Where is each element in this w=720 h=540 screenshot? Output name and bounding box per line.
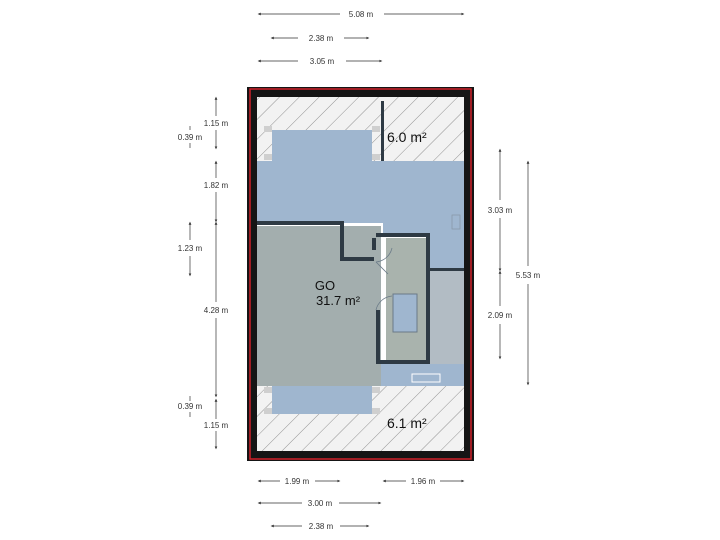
fixture-right	[451, 214, 461, 230]
dim-right-total: 5.53 m	[516, 271, 541, 280]
room-name-main: GO	[315, 278, 335, 293]
dim-bottom-left: 1.99 m	[285, 477, 310, 486]
dim-left-3: 1.82 m	[204, 181, 229, 190]
dim-top-left: 3.05 m	[310, 57, 335, 66]
room-area-top-right: 6.0 m²	[387, 129, 427, 145]
floor-right-lower	[430, 271, 464, 364]
dim-top-dormer: 2.38 m	[309, 34, 334, 43]
floor-main-room-top	[260, 226, 344, 232]
dim-left-4: 1.23 m	[178, 244, 203, 253]
dimensions-bottom	[257, 479, 465, 528]
dimensions-right	[498, 148, 530, 386]
building	[247, 87, 474, 461]
floor-main-room	[257, 226, 381, 386]
floor-upper-left	[257, 161, 383, 223]
building-outline	[249, 88, 472, 460]
dim-left-5: 4.28 m	[204, 306, 229, 315]
floor-right-mid	[430, 233, 464, 271]
door-arc	[375, 261, 389, 275]
dim-left-1: 1.15 m	[204, 119, 229, 128]
dim-left-2: 0.39 m	[178, 133, 203, 142]
floor-right-strip	[381, 364, 464, 386]
dim-top-total: 5.08 m	[349, 10, 374, 19]
dim-left-7: 1.15 m	[204, 421, 229, 430]
dim-right-upper: 3.03 m	[488, 206, 513, 215]
fixture	[411, 373, 441, 383]
dim-bottom-right: 1.96 m	[411, 477, 436, 486]
dimensions-left	[188, 96, 218, 450]
dimensions-top	[257, 12, 465, 63]
interior-walls	[257, 101, 464, 364]
dim-left-6: 0.39 m	[178, 402, 203, 411]
dormer-frames	[264, 126, 380, 414]
stair-void	[392, 293, 418, 333]
dim-right-lower: 2.09 m	[488, 311, 513, 320]
room-area-main: 31.7 m²	[316, 293, 361, 308]
floor-dormer-bottom	[272, 386, 372, 414]
dim-bottom-middle: 3.00 m	[308, 499, 333, 508]
floor-right-upper	[383, 161, 464, 233]
dim-bottom-dormer: 2.38 m	[309, 522, 334, 531]
floor-dormer-top	[272, 130, 372, 161]
room-area-bottom-right: 6.1 m²	[387, 415, 427, 431]
